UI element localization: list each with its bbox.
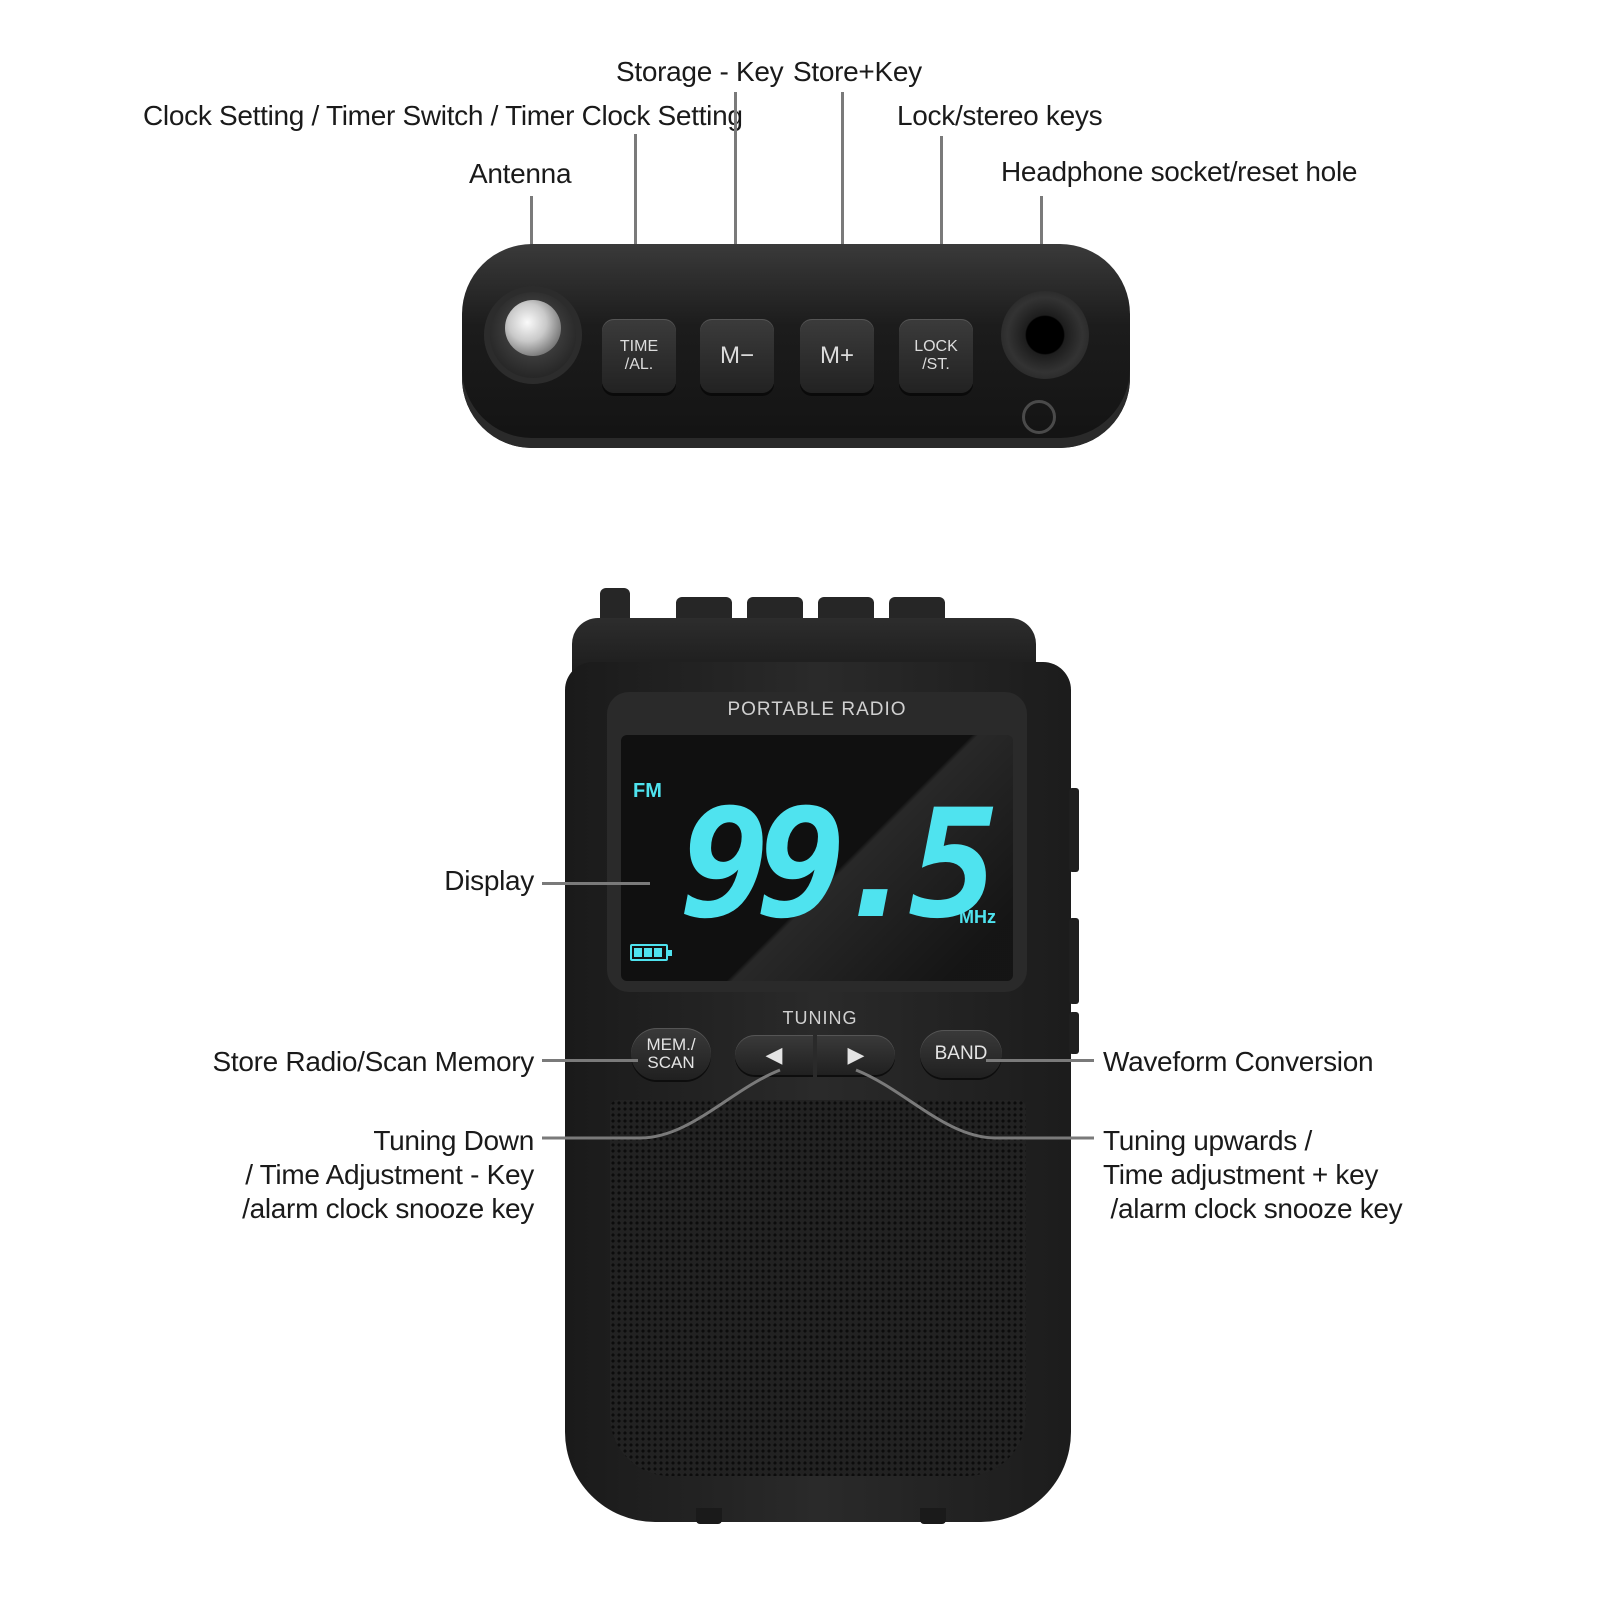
storage-minus-leader: [734, 92, 737, 328]
tuning-down-label: Tuning Down / Time Adjustment - Key /ala…: [242, 1125, 534, 1224]
antenna-icon: [505, 300, 561, 356]
display-leader: [542, 882, 650, 885]
screen-glare: [621, 735, 1013, 981]
lock-stereo-key[interactable]: LOCK /ST.: [899, 319, 973, 393]
store-scan-label: Store Radio/Scan Memory: [212, 1046, 535, 1077]
reset-hole-icon[interactable]: [1022, 400, 1056, 434]
waveform-leader: [986, 1059, 1094, 1062]
tuning-label: TUNING: [782, 1008, 858, 1028]
battery-bar: [644, 948, 652, 957]
antenna-stub: [600, 588, 630, 620]
memory-minus-key[interactable]: M−: [700, 319, 774, 393]
mem-scan-button[interactable]: MEM./ SCAN: [631, 1028, 711, 1080]
tune-down-button[interactable]: ◀: [735, 1035, 813, 1075]
top-key-nub: [889, 597, 945, 619]
brand-text: PORTABLE RADIO: [727, 699, 907, 720]
memory-plus-key[interactable]: M+: [800, 319, 874, 393]
lock-stereo-leader: [940, 136, 943, 328]
storage-minus-label: Storage - Key: [616, 56, 784, 87]
top-key-nub: [676, 597, 732, 619]
battery-icon: [630, 944, 672, 961]
side-power-button[interactable]: [1069, 918, 1079, 1004]
antenna-label: Antenna: [469, 158, 572, 189]
lcd-unit: MHz: [959, 907, 996, 927]
lock-stereo-label: Lock/stereo keys: [897, 100, 1103, 131]
display-label: Display: [444, 865, 534, 896]
top-key-nub: [747, 597, 803, 619]
battery-bar: [654, 948, 662, 957]
store-scan-leader: [542, 1059, 638, 1062]
band-button[interactable]: BAND: [920, 1030, 1002, 1078]
side-switch[interactable]: [1069, 1012, 1079, 1054]
radio-foot: [920, 1508, 946, 1524]
store-plus-label: Store+Key: [793, 56, 922, 87]
tuning-up-leader: [855, 1068, 1094, 1140]
headphone-jack[interactable]: [1001, 291, 1089, 379]
speaker-grille: [610, 1100, 1026, 1476]
store-plus-leader: [841, 92, 844, 328]
side-volume-button[interactable]: [1069, 788, 1079, 872]
tune-up-button[interactable]: ▶: [817, 1035, 895, 1075]
waveform-label: Waveform Conversion: [1103, 1046, 1374, 1077]
radio-foot: [696, 1508, 722, 1524]
tuning-down-leader: [542, 1068, 781, 1140]
top-key-nub: [818, 597, 874, 619]
time-alarm-key[interactable]: TIME /AL.: [602, 319, 676, 393]
clock-setting-leader: [634, 134, 637, 328]
battery-bar: [634, 948, 642, 957]
clock-setting-label: Clock Setting / Timer Switch / Timer Clo…: [143, 100, 743, 131]
lcd-frequency: 99.5: [680, 778, 999, 952]
lcd-display: [621, 735, 1013, 981]
lcd-band-indicator: FM: [633, 780, 662, 802]
tuning-up-label: Tuning upwards / Time adjustment + key /…: [1103, 1125, 1403, 1224]
headphone-label: Headphone socket/reset hole: [1001, 156, 1358, 187]
